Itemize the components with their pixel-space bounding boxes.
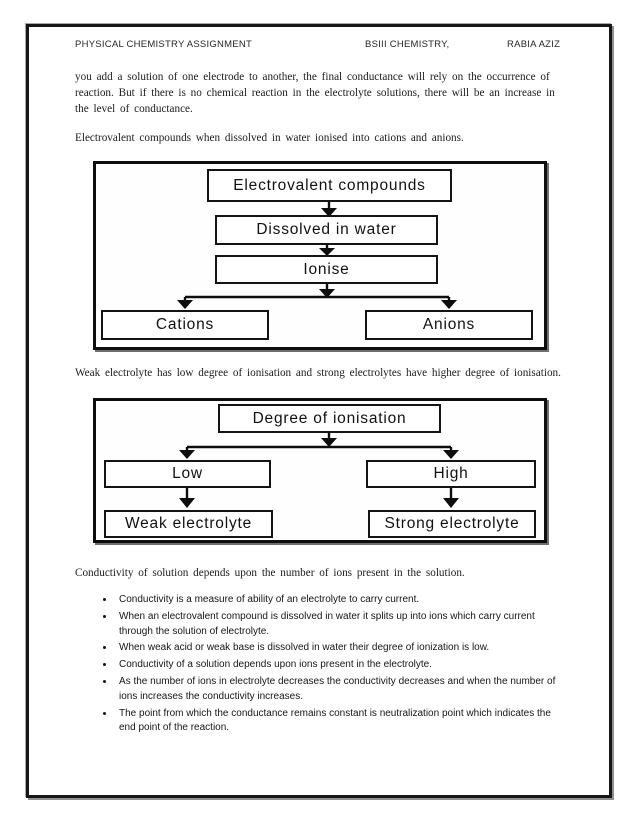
page-content: PHYSICAL CHEMISTRY ASSIGNMENT BSIII CHEM… bbox=[29, 27, 609, 736]
header-course: BSIII CHEMISTRY, bbox=[365, 39, 450, 50]
flowchart1-arrows bbox=[177, 202, 457, 309]
flowchart-degree-of-ionisation: Degree of ionisation Low High Weak elect… bbox=[93, 398, 547, 543]
flowchart1-node-dissolved-in-water: Dissolved in water bbox=[215, 215, 438, 245]
paragraph-conductance: you add a solution of one electrode to a… bbox=[75, 71, 555, 115]
document-page: PHYSICAL CHEMISTRY ASSIGNMENT BSIII CHEM… bbox=[26, 24, 612, 798]
flowchart1-node-anions: Anions bbox=[365, 310, 533, 340]
flowchart2-arrows bbox=[179, 433, 459, 508]
flowchart1-node-ionise: Ionise bbox=[215, 255, 438, 284]
bullet-item: When weak acid or weak base is dissolved… bbox=[115, 641, 565, 656]
header-title: PHYSICAL CHEMISTRY ASSIGNMENT bbox=[75, 39, 253, 50]
flowchart2-node-degree-of-ionisation: Degree of ionisation bbox=[218, 404, 441, 433]
bullet-item: Conductivity is a measure of ability of … bbox=[115, 593, 565, 608]
bullet-item: When an electrovalent compound is dissol… bbox=[115, 610, 565, 640]
paragraph-weak-electrolyte: Weak electrolyte has low degree of ionis… bbox=[75, 367, 561, 379]
flowchart1-node-electrovalent-compounds: Electrovalent compounds bbox=[207, 169, 452, 202]
bullet-item: Conductivity of a solution depends upon … bbox=[115, 658, 565, 673]
flowchart2-node-weak-electrolyte: Weak electrolyte bbox=[104, 510, 273, 538]
page-header: PHYSICAL CHEMISTRY ASSIGNMENT BSIII CHEM… bbox=[75, 39, 565, 50]
bullet-item: The point from which the conductance rem… bbox=[115, 707, 565, 737]
flowchart1-node-cations: Cations bbox=[101, 310, 269, 340]
header-author: RABIA AZIZ bbox=[507, 39, 561, 50]
bullet-item: As the number of ions in electrolyte dec… bbox=[115, 675, 565, 705]
flowchart2-node-low: Low bbox=[104, 460, 271, 488]
flowchart2-node-strong-electrolyte: Strong electrolyte bbox=[368, 510, 536, 538]
flowchart2-node-high: High bbox=[366, 460, 536, 488]
conductivity-bullet-list: Conductivity is a measure of ability of … bbox=[89, 593, 565, 736]
paragraph-conductivity: Conductivity of solution depends upon th… bbox=[75, 567, 465, 579]
paragraph-electrovalent: Electrovalent compounds when dissolved i… bbox=[75, 132, 464, 144]
flowchart-electrovalent-compounds: Electrovalent compounds Dissolved in wat… bbox=[93, 161, 547, 350]
